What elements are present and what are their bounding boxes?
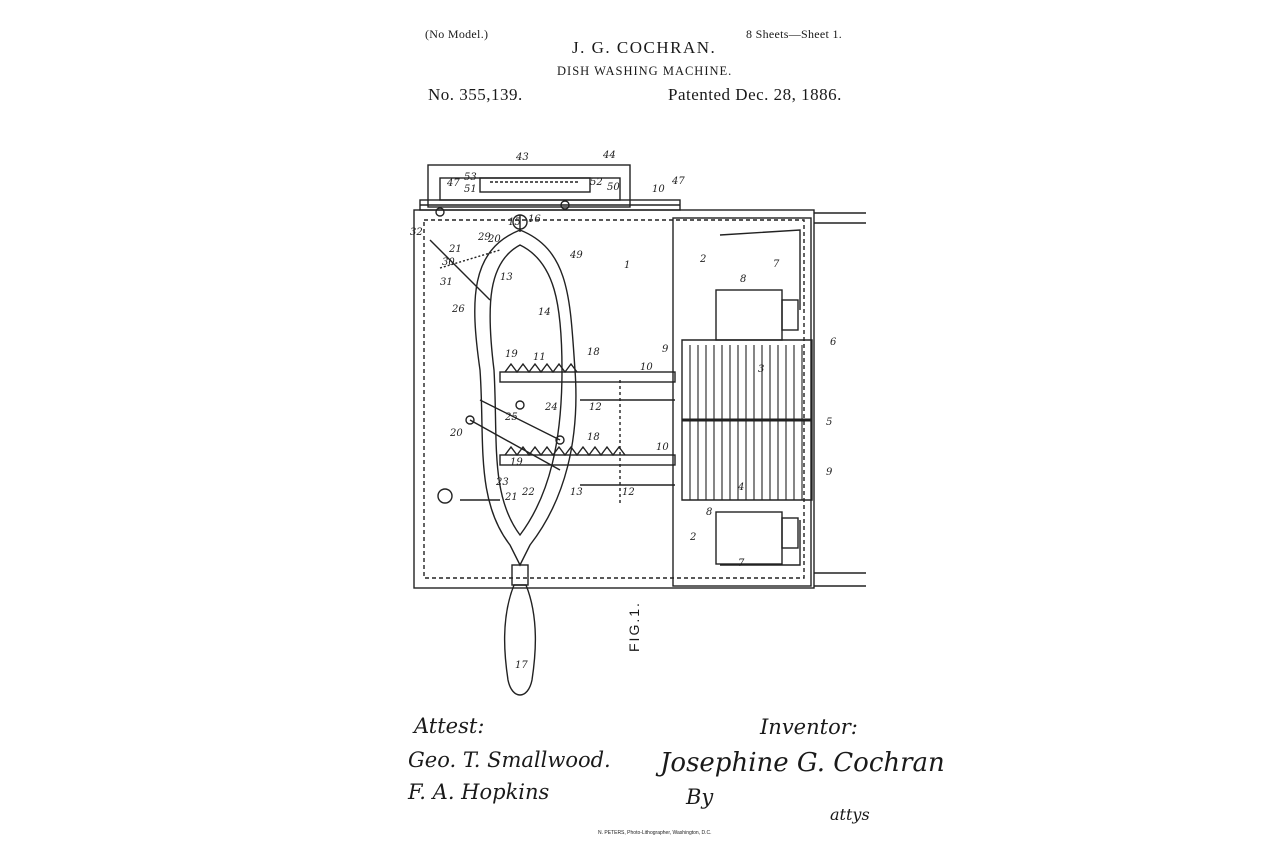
- svg-text:8: 8: [706, 507, 712, 518]
- svg-text:32: 32: [410, 227, 423, 238]
- svg-text:25: 25: [504, 412, 518, 423]
- patent-date: Patented Dec. 28, 1886.: [668, 85, 842, 104]
- svg-text:23: 23: [495, 477, 509, 488]
- by-label: By: [686, 785, 714, 809]
- svg-text:51: 51: [464, 184, 477, 195]
- svg-text:6: 6: [830, 337, 837, 348]
- svg-text:49: 49: [569, 250, 583, 261]
- witness-signature-2: F. A. Hopkins: [408, 780, 550, 804]
- svg-text:21: 21: [504, 492, 518, 503]
- crank-handle: [503, 564, 537, 696]
- svg-text:9: 9: [826, 467, 833, 478]
- svg-text:3: 3: [758, 364, 764, 375]
- dish-basket: [681, 229, 813, 566]
- svg-text:10: 10: [652, 184, 665, 195]
- inventor-name-heading: J. G. COCHRAN.: [572, 38, 717, 57]
- svg-text:12: 12: [589, 402, 602, 413]
- svg-text:14: 14: [538, 307, 551, 318]
- svg-text:21: 21: [448, 244, 462, 255]
- svg-text:18: 18: [587, 432, 600, 443]
- svg-text:15: 15: [508, 217, 521, 228]
- svg-text:2: 2: [699, 254, 706, 265]
- svg-text:24: 24: [544, 402, 558, 413]
- svg-text:29: 29: [477, 232, 491, 243]
- lithographer-credit: N. PETERS, Photo-Lithographer, Washingto…: [598, 830, 712, 836]
- svg-text:50: 50: [607, 182, 620, 193]
- attest-label: Attest:: [414, 714, 485, 738]
- svg-text:11: 11: [533, 352, 546, 363]
- svg-text:20: 20: [449, 428, 463, 439]
- attys-label: attys: [830, 805, 870, 824]
- svg-text:19: 19: [505, 349, 518, 360]
- svg-text:13: 13: [570, 487, 583, 498]
- svg-text:31: 31: [440, 277, 453, 288]
- svg-text:16: 16: [528, 214, 541, 225]
- svg-text:4: 4: [737, 482, 744, 493]
- svg-text:22: 22: [521, 487, 535, 498]
- svg-text:53: 53: [464, 172, 477, 183]
- svg-text:13: 13: [500, 272, 513, 283]
- rack-bars: [499, 362, 676, 505]
- witness-signature-1: Geo. T. Smallwood.: [408, 748, 611, 772]
- svg-text:18: 18: [587, 347, 600, 358]
- svg-text:5: 5: [826, 417, 832, 428]
- svg-text:12: 12: [622, 487, 635, 498]
- svg-text:52: 52: [590, 177, 603, 188]
- svg-text:7: 7: [773, 259, 780, 270]
- svg-text:8: 8: [740, 274, 746, 285]
- svg-text:26: 26: [451, 304, 465, 315]
- patent-title: DISH WASHING MACHINE.: [557, 64, 733, 78]
- inventor-label: Inventor:: [760, 715, 858, 739]
- svg-text:47: 47: [446, 178, 460, 189]
- svg-text:44: 44: [602, 150, 616, 161]
- svg-text:9: 9: [662, 344, 669, 355]
- figure-label: FIG.1.: [626, 601, 642, 652]
- svg-text:10: 10: [640, 362, 653, 373]
- svg-text:19: 19: [510, 457, 523, 468]
- patent-number: No. 355,139.: [428, 85, 523, 104]
- svg-text:47: 47: [671, 176, 685, 187]
- svg-text:7: 7: [738, 558, 745, 569]
- svg-text:1: 1: [624, 260, 630, 271]
- inventor-signature: Josephine G. Cochran: [660, 748, 945, 778]
- svg-text:17: 17: [515, 660, 528, 671]
- linkages: [429, 239, 565, 504]
- tank-body: [413, 209, 866, 589]
- svg-text:30: 30: [442, 257, 455, 268]
- reference-numbers: 1 2 2 3 4 5 6 7 7 8 8 9 9 10 10 10 11 12…: [410, 150, 837, 671]
- top-rail-assembly: [419, 164, 681, 217]
- sheet-count: 8 Sheets—Sheet 1.: [746, 27, 843, 41]
- svg-text:10: 10: [656, 442, 669, 453]
- svg-text:20: 20: [487, 234, 501, 245]
- no-model-note: (No Model.): [425, 27, 489, 41]
- svg-text:43: 43: [515, 152, 529, 163]
- svg-text:2: 2: [689, 532, 696, 543]
- lever-frame: [474, 214, 577, 567]
